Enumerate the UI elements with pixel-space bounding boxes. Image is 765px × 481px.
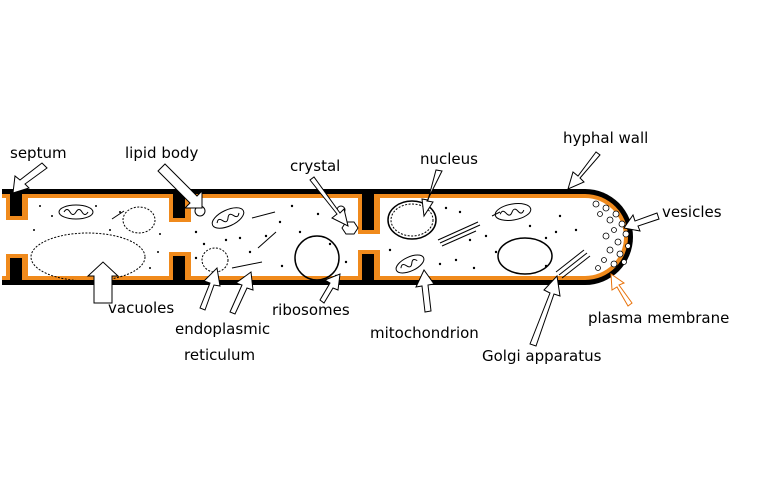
septa: [6, 194, 380, 280]
vacuole-2: [201, 247, 229, 273]
arrow-crystal: [309, 176, 349, 227]
organelles: [30, 200, 591, 282]
hypha: [2, 189, 633, 285]
pointer-arrows: [12, 151, 660, 347]
arrow-vacuoles: [86, 261, 120, 304]
arrow-hyphal-wall: [567, 151, 601, 190]
er-stroke-4: [491, 211, 501, 217]
nucleus: [387, 200, 437, 240]
label-mitochondrion: mitochondrion: [370, 324, 479, 342]
label-plasma-membrane: plasma membrane: [588, 309, 729, 327]
arrow-ribosomes: [319, 273, 341, 304]
septum-3: [358, 194, 380, 280]
er-stroke-2: [257, 231, 277, 249]
mitochondrion-1: [58, 204, 94, 220]
mitochondrion-3: [494, 203, 532, 221]
arrow-plasma-membrane: [610, 273, 633, 307]
er-stroke-1: [251, 211, 276, 219]
septum-1: [6, 194, 28, 280]
golgi-1: [437, 221, 481, 247]
label-lipid-body: lipid body: [125, 144, 199, 162]
label-endoplasmic-line2: reticulum: [184, 346, 255, 364]
golgi-2: [555, 249, 591, 279]
vesicles: [592, 200, 631, 271]
label-hyphal-wall: hyphal wall: [563, 129, 648, 147]
label-crystal: crystal: [290, 157, 340, 175]
crystal: [341, 221, 359, 235]
er-stroke-3: [231, 261, 263, 269]
vacuole-4: [497, 237, 553, 275]
arrow-septum: [12, 162, 48, 194]
label-nucleus: nucleus: [420, 150, 478, 168]
arrow-golgi: [529, 274, 561, 347]
arrow-er: [199, 266, 221, 311]
vacuole-large: [30, 232, 146, 282]
label-endoplasmic-line1: endoplasmic: [175, 320, 270, 338]
arrow-nucleus: [421, 169, 443, 218]
label-vesicles: vesicles: [662, 203, 722, 221]
arrow-mitochondrion: [415, 269, 435, 313]
arrow-er-2: [229, 271, 254, 315]
arrow-vesicles: [623, 212, 660, 232]
er-stroke-5: [111, 210, 125, 220]
vacuole-small: [122, 206, 156, 234]
label-golgi-apparatus: Golgi apparatus: [482, 347, 602, 365]
mitochondrion-4: [395, 254, 425, 274]
vacuole-3: [294, 235, 340, 281]
mitochondrion-2: [211, 207, 245, 229]
nucleus-inner: [390, 203, 434, 237]
labels: septum lipid body crystal nucleus hyphal…: [10, 129, 729, 365]
arrow-lipid-body: [157, 163, 203, 209]
septum-2: [169, 194, 191, 280]
label-septum: septum: [10, 144, 67, 162]
label-vacuoles: vacuoles: [108, 299, 174, 317]
label-ribosomes: ribosomes: [272, 301, 350, 319]
